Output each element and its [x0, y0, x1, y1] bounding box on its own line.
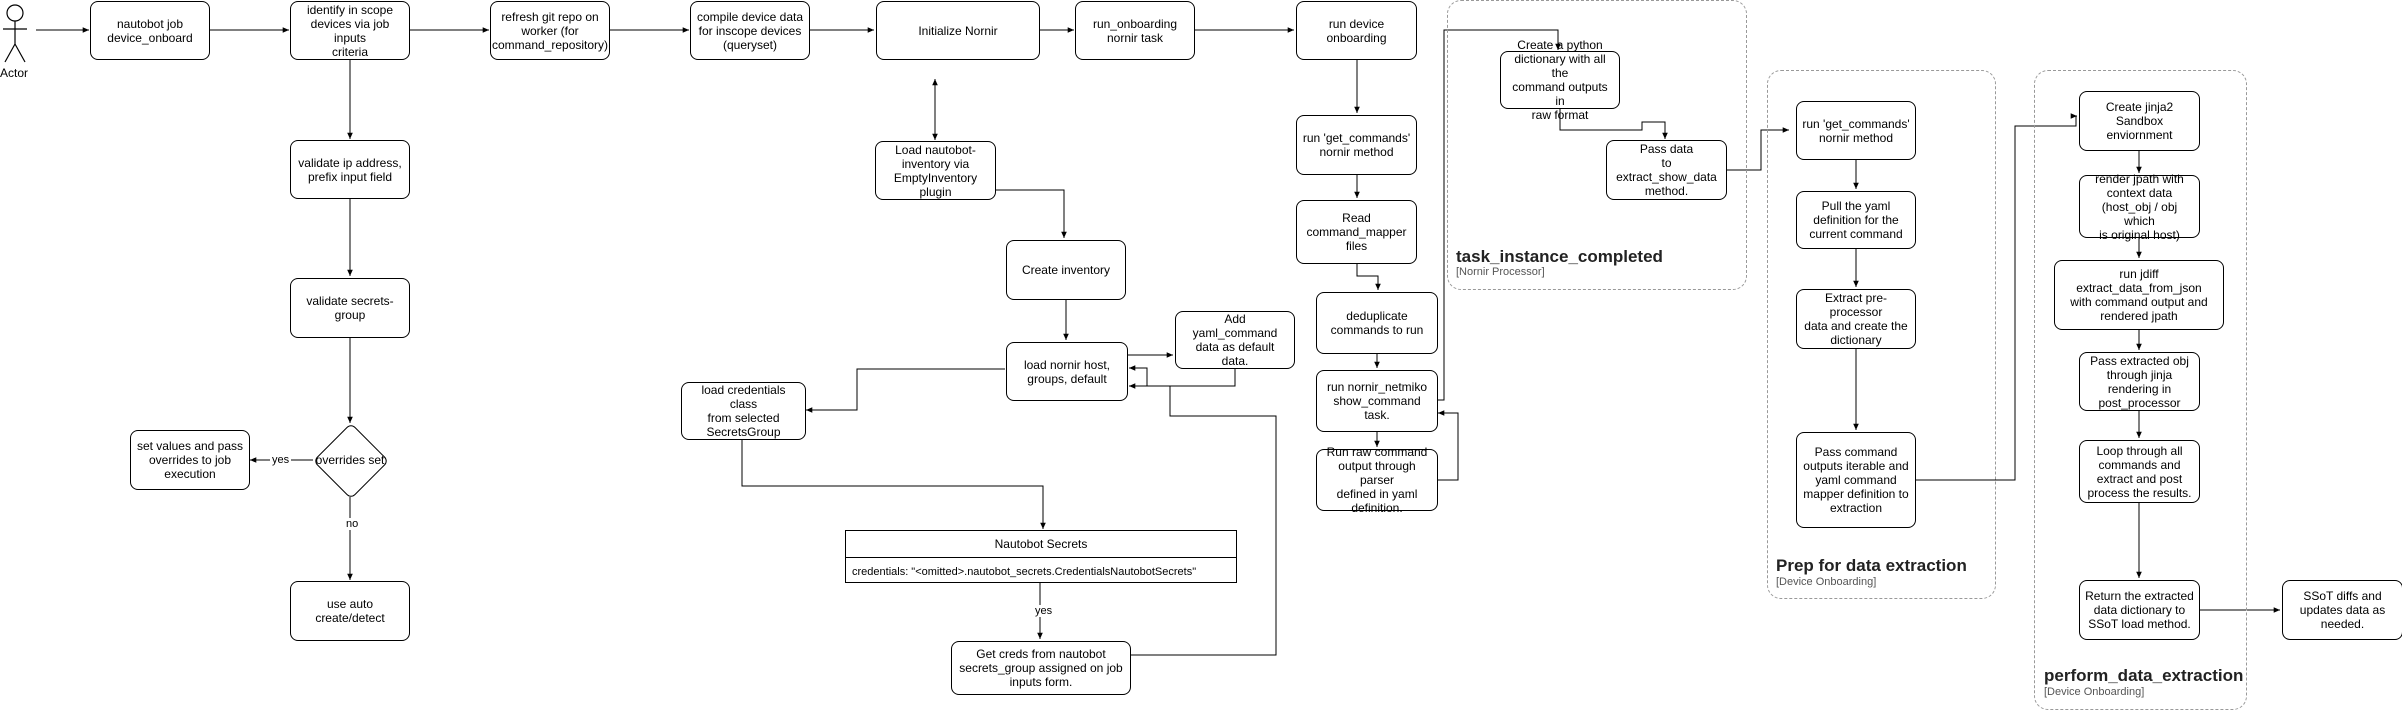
group-task-instance-completed [1447, 0, 1747, 290]
node-run-jdiff-extract[interactable]: run jdiff extract_data_from_json with co… [2054, 260, 2224, 330]
node-create-jinja-sandbox[interactable]: Create jinja2 Sandbox enviornment [2079, 91, 2200, 151]
node-compile-device-data[interactable]: compile device data for inscope devices … [690, 1, 810, 60]
class-title: Nautobot Secrets [846, 531, 1236, 558]
node-read-command-mapper[interactable]: Read command_mapper files [1296, 200, 1417, 264]
node-refresh-git-repo[interactable]: refresh git repo on worker (for command_… [490, 1, 610, 60]
decision-overrides-set[interactable]: overrides set [312, 422, 390, 500]
actor-label: Actor [0, 66, 29, 80]
node-run-raw-command-parser[interactable]: Run raw command output through parser de… [1316, 445, 1438, 515]
group-prep-for-data-extraction [1767, 70, 1996, 599]
edge-pass-data-prep [1727, 127, 1789, 171]
edge-host-load-creds [806, 368, 1005, 413]
node-pass-command-outputs[interactable]: Pass command outputs iterable and yaml c… [1796, 432, 1916, 528]
edge-read-mapper-dedupe [1356, 264, 1381, 290]
group-subtitle: [Device Onboarding] [2044, 686, 2145, 698]
node-load-nornir-host[interactable]: load nornir host, groups, default [1006, 342, 1128, 401]
node-extract-pre-processor[interactable]: Extract pre-processor data and create th… [1796, 289, 1916, 349]
node-validate-ip-address[interactable]: validate ip address, prefix input field [290, 140, 410, 199]
node-return-extracted-dict[interactable]: Return the extracted data dictionary to … [2079, 580, 2200, 640]
class-attribute: credentials: "<omitted>.nautobot_secrets… [852, 565, 1197, 578]
node-pass-extracted-obj[interactable]: Pass extracted obj through jinja renderi… [2079, 352, 2200, 411]
node-run-device-onboarding[interactable]: run device onboarding [1296, 1, 1417, 60]
node-prep-run-get-commands[interactable]: run 'get_commands' nornir method [1796, 101, 1916, 160]
nautobot-secrets-class[interactable]: Nautobot Secrets credentials: "<omitted>… [845, 530, 1237, 583]
node-identify-scope-devices[interactable]: identify in scope devices via job inputs… [290, 1, 410, 60]
node-load-nautobot-inventory[interactable]: Load nautobot- inventory via EmptyInvent… [875, 141, 996, 200]
edge-label-no: no [344, 518, 361, 530]
edge-add-yaml-host [1129, 365, 1236, 387]
edge-label-yes: yes [1033, 605, 1055, 617]
node-render-jpath[interactable]: render jpath with context data (host_obj… [2079, 172, 2200, 242]
group-subtitle: [Device Onboarding] [1776, 576, 1877, 588]
group-subtitle: [Nornir Processor] [1456, 266, 1545, 278]
node-job-device-onboard[interactable]: nautobot job device_onboard [90, 1, 210, 60]
node-loop-through-commands[interactable]: Loop through all commands and extract an… [2079, 440, 2200, 503]
node-pull-yaml-definition[interactable]: Pull the yaml definition for the current… [1796, 191, 1916, 249]
edge-label-yes: yes [270, 454, 292, 466]
group-title: task_instance_completed [1456, 247, 1663, 266]
edge-load-creds-secrets [741, 440, 1046, 529]
node-add-yaml-command[interactable]: Add yaml_command data as default data. [1175, 311, 1295, 369]
edge-raw-netmiko [1438, 410, 1459, 481]
group-perform-data-extraction [2034, 70, 2247, 710]
edge-netmiko-create-dict [1438, 29, 1561, 401]
decision-label: overrides set [315, 453, 385, 467]
node-use-auto-create-detect[interactable]: use auto create/detect [290, 581, 410, 641]
edge-create-dict-pass-data [1559, 109, 1668, 139]
group-title: Prep for data extraction [1776, 556, 1967, 575]
node-load-credentials-class[interactable]: load credentials class from selected Sec… [681, 382, 806, 440]
node-deduplicate-commands[interactable]: deduplicate commands to run [1316, 292, 1438, 354]
edge-load-inventory-create [996, 189, 1067, 238]
node-run-get-commands[interactable]: run 'get_commands' nornir method [1296, 115, 1417, 175]
node-set-values-overrides[interactable]: set values and pass overrides to job exe… [130, 430, 250, 490]
node-run-nornir-netmiko[interactable]: run nornir_netmiko show_command task. [1316, 370, 1438, 432]
node-initialize-nornir[interactable]: Initialize Nornir [876, 1, 1040, 60]
node-validate-secrets-group[interactable]: validate secrets- group [290, 278, 410, 338]
node-run-onboarding-task[interactable]: run_onboarding nornir task [1075, 1, 1195, 60]
node-create-inventory[interactable]: Create inventory [1006, 240, 1126, 300]
node-pass-data-extract[interactable]: Pass data to extract_show_data method. [1606, 140, 1727, 200]
group-title: perform_data_extraction [2044, 666, 2244, 685]
actor-figure [3, 4, 27, 63]
node-create-python-dictionary[interactable]: Create a python dictionary with all the … [1500, 38, 1620, 122]
edge-pass-command-perform [1916, 113, 2077, 481]
edge-get-creds-host [1129, 383, 1277, 656]
node-get-creds-secrets-group[interactable]: Get creds from nautobot secrets_group as… [951, 641, 1131, 695]
node-ssot-diffs[interactable]: SSoT diffs and updates data as needed. [2282, 580, 2402, 640]
